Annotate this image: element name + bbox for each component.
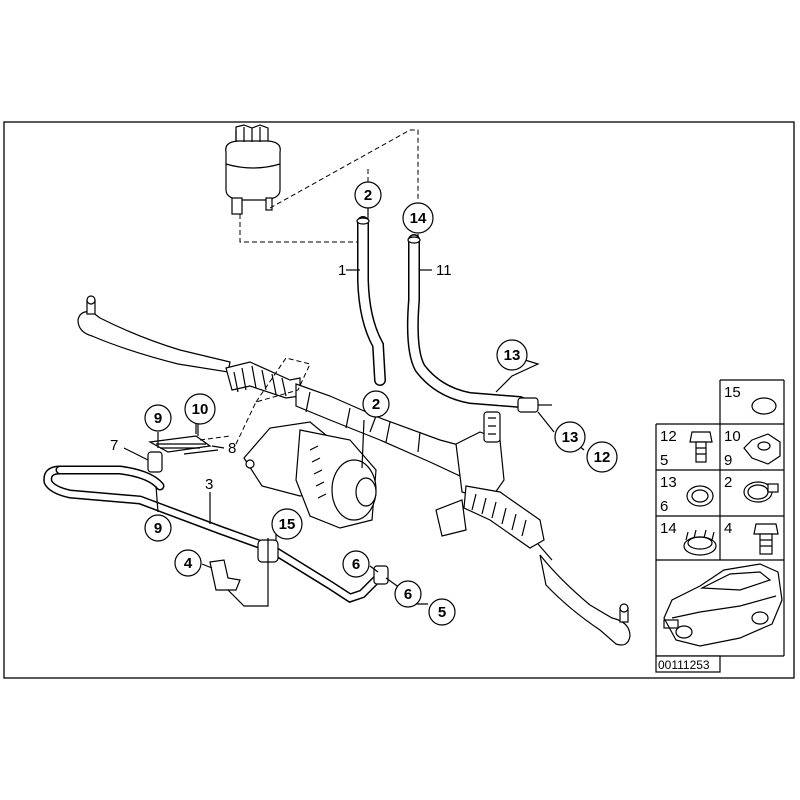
svg-text:6: 6 — [352, 556, 360, 573]
diagram-frame — [3, 121, 795, 679]
svg-text:14: 14 — [660, 520, 677, 537]
svg-text:9: 9 — [724, 452, 732, 469]
fluid-reservoir-icon — [225, 124, 281, 215]
callout-circle[interactable]: 5 — [428, 598, 456, 626]
part-label[interactable]: 7 — [110, 437, 118, 454]
part-label[interactable]: 1 — [338, 262, 346, 279]
callout-circle[interactable]: 6 — [394, 580, 422, 608]
svg-text:4: 4 — [724, 520, 732, 537]
hex-nut-icon — [743, 433, 781, 465]
callout-circle[interactable]: 2 — [362, 390, 390, 418]
hose-clamp-icon — [743, 481, 779, 503]
svg-text:2: 2 — [364, 187, 372, 204]
svg-text:9: 9 — [154, 410, 162, 427]
callout-circle[interactable]: 2 — [354, 181, 382, 209]
part-label[interactable]: 3 — [205, 476, 213, 493]
callout-circle[interactable]: 4 — [174, 549, 202, 577]
banjo-fitting-icon — [147, 451, 163, 473]
drawing-number: 00111253 — [658, 658, 710, 672]
line-fitting-icon — [373, 565, 389, 585]
callout-circle[interactable]: 13 — [554, 421, 586, 453]
o-ring-icon — [751, 397, 777, 415]
callout-circle[interactable]: 10 — [184, 393, 216, 425]
clamp-ring-icon — [683, 529, 717, 556]
callout-circle[interactable]: 15 — [271, 508, 303, 540]
svg-text:10: 10 — [724, 428, 741, 445]
svg-text:12: 12 — [594, 449, 611, 466]
bracket-icon — [148, 410, 219, 455]
svg-text:14: 14 — [410, 210, 427, 227]
callout-circle[interactable]: 6 — [342, 550, 370, 578]
svg-text:5: 5 — [660, 452, 668, 469]
svg-text:13: 13 — [660, 474, 677, 491]
svg-text:15: 15 — [724, 384, 741, 401]
svg-text:9: 9 — [154, 520, 162, 537]
line-holder-icon — [209, 559, 241, 591]
circled-callouts: 2 14 13 2 13 12 9 10 9 15 4 6 6 5 — [144, 181, 618, 626]
svg-text:5: 5 — [438, 604, 446, 621]
callout-circle[interactable]: 13 — [496, 339, 528, 371]
callout-circle[interactable]: 12 — [586, 441, 618, 473]
svg-text:2: 2 — [724, 474, 732, 491]
svg-text:6: 6 — [404, 586, 412, 603]
pressure-line — [43, 451, 389, 603]
parts-legend: 15 12 5 10 9 13 6 2 14 — [655, 379, 785, 673]
plain-labels: 1 11 7 8 3 — [110, 262, 452, 493]
drawing-number-box — [655, 655, 721, 673]
return-hose — [356, 216, 386, 386]
part-label[interactable]: 11 — [436, 262, 452, 279]
left-tie-rod-end-icon — [77, 295, 231, 373]
hex-bolt-icon — [753, 523, 779, 555]
svg-text:2: 2 — [372, 396, 380, 413]
svg-text:6: 6 — [660, 498, 668, 515]
electro-hydraulic-pump-icon — [243, 419, 377, 529]
sealing-ring-icon — [686, 485, 714, 507]
callout-circle[interactable]: 9 — [144, 514, 172, 542]
svg-text:13: 13 — [562, 429, 579, 446]
part-label[interactable]: 8 — [228, 440, 236, 457]
callout-circle[interactable]: 9 — [144, 404, 172, 432]
sedan-car-icon — [663, 563, 783, 647]
svg-text:10: 10 — [192, 401, 209, 418]
svg-text:15: 15 — [279, 516, 296, 533]
svg-text:13: 13 — [504, 347, 521, 364]
svg-text:12: 12 — [660, 428, 677, 445]
callout-circle[interactable]: 14 — [402, 202, 434, 234]
suction-hose — [406, 234, 552, 413]
right-tie-rod-end-icon — [539, 554, 631, 646]
hollow-bolt-icon — [689, 431, 713, 463]
steering-rack-icon — [225, 361, 553, 561]
svg-text:4: 4 — [184, 555, 193, 572]
